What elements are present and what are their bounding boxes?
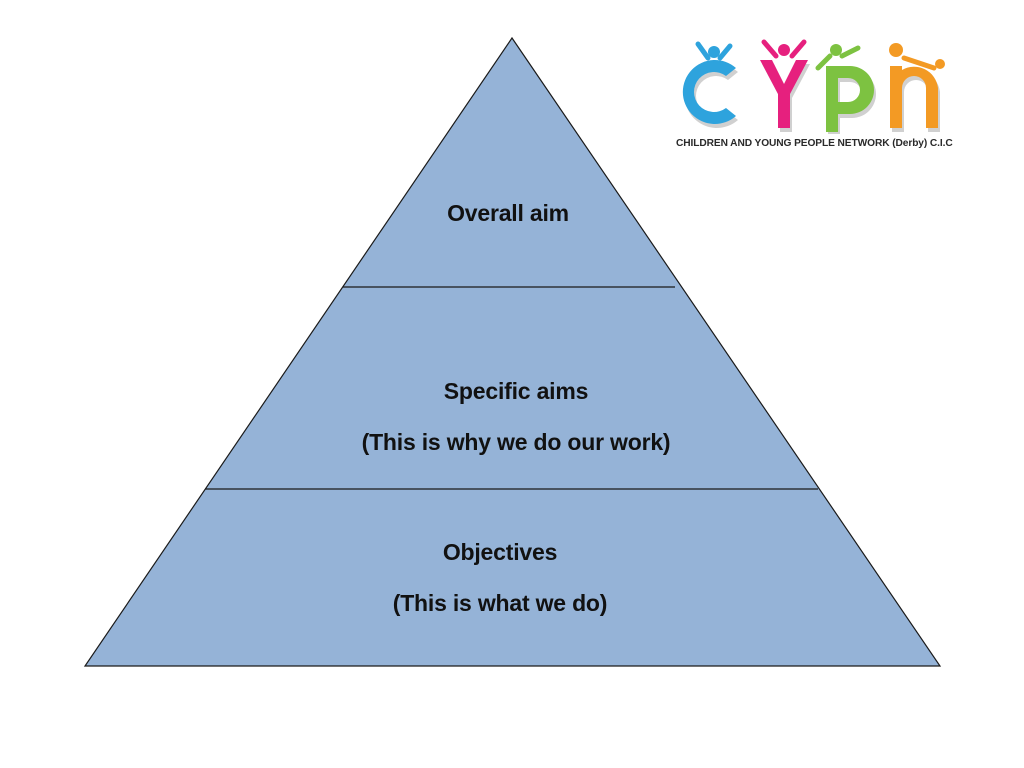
tier-objectives-title: Objectives (442, 539, 558, 565)
logo-caption: CHILDREN AND YOUNG PEOPLE NETWORK (Derby… (676, 138, 953, 149)
logo-letter-n (890, 66, 938, 128)
tier-specific-aims-title: Specific aims (443, 378, 589, 404)
tier-objectives-subtitle: (This is what we do) (392, 590, 608, 616)
cypn-logo: CHILDREN AND YOUNG PEOPLE NETWORK (Derby… (672, 36, 962, 156)
logo-letter-c (682, 60, 736, 124)
logo-letter-p (826, 66, 874, 132)
logo-letter-y (760, 60, 808, 128)
tier-overall-aim-title: Overall aim (447, 200, 569, 226)
pyramid-shape (83, 36, 942, 667)
cypn-logo-graphic (682, 39, 945, 134)
tier-specific-aims-subtitle: (This is why we do our work) (361, 429, 671, 455)
